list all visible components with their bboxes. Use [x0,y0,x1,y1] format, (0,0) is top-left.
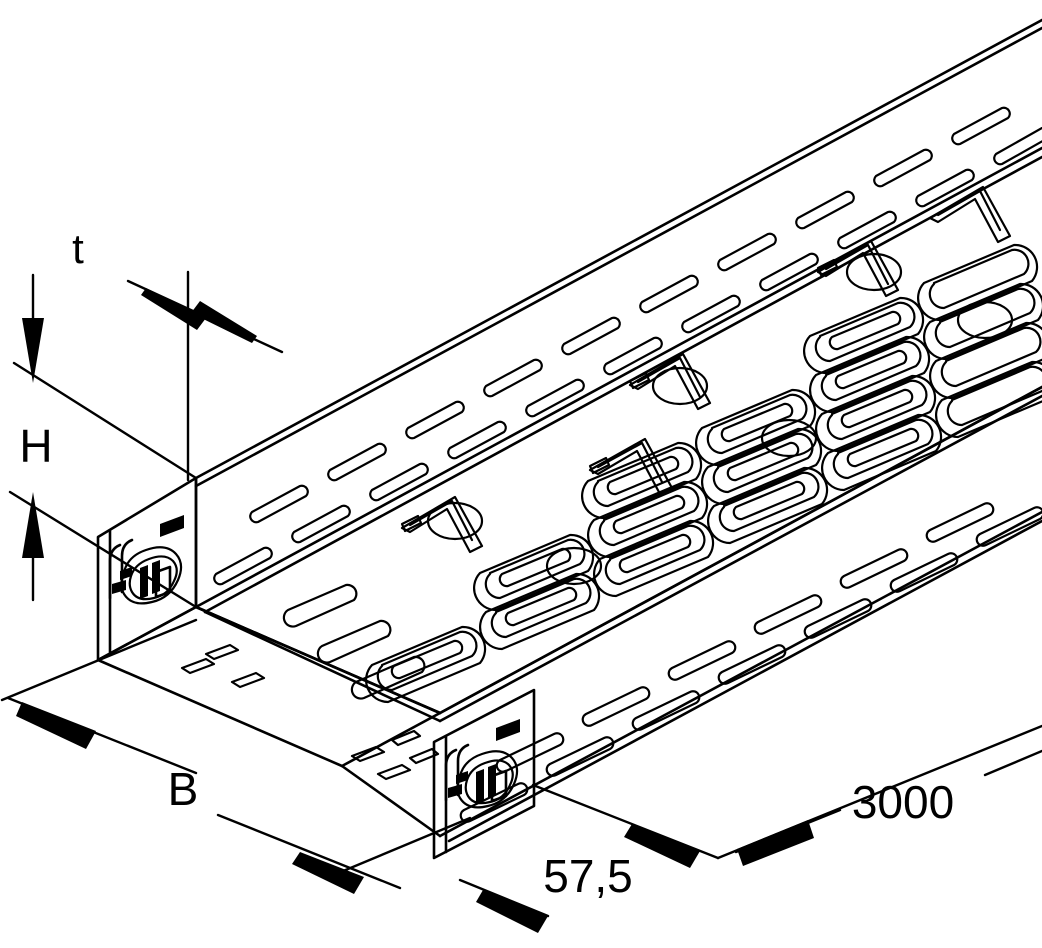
embossed-slot [365,625,487,704]
embossed-slot [809,335,931,414]
dimension-label-57-5: 57,5 [543,850,633,902]
witness-line-b-end [334,816,472,876]
arrow-3000-left [737,820,814,866]
base-round-hole [651,366,709,406]
witness-line-h-bottom [8,490,198,609]
embossed-slot [587,480,709,559]
bottom-flange-step [340,711,442,768]
arrow-575-right [624,824,700,868]
triangular-gusset [588,437,674,496]
bottom-flange-back [194,605,442,715]
dimension-lines [0,270,1042,933]
arrow-t-left [141,288,206,330]
base-round-hole [845,252,903,292]
embossed-slot [821,413,943,492]
embossed-slot [593,519,715,598]
triangular-gusset [928,185,1012,244]
embossed-slot [479,572,601,651]
embossed-slot [581,441,703,520]
triangular-gusset [816,239,900,298]
base-round-hole [760,418,818,458]
base-slot [316,619,392,664]
base-inner-edge-2 [203,610,442,723]
base-slot [282,583,358,628]
end-plate-rect-hole-right [490,769,508,803]
base-round-hole [545,546,603,586]
dimension-label-t: t [72,225,84,272]
triangular-gusset [628,352,712,411]
end-plate-rect-hole [154,565,172,599]
embossed-slot [923,282,1042,361]
dimension-label-3000: 3000 [852,776,954,828]
bottom-flange-left [96,605,198,662]
end-plate-connector [112,546,183,605]
dim-line-3000-right [983,749,1042,777]
near-wall-bottom-edge [438,510,1042,838]
arrow-t-right [191,301,257,343]
arrow-575-left [476,890,548,933]
tray-body [96,18,1042,860]
dim-line-575-lower [458,878,550,918]
dimension-label-b: B [168,763,199,815]
far-wall-top-edge-inner [194,26,1042,488]
far-wall-slots [213,106,1042,586]
base-slot [350,655,426,700]
end-plate-hatch-slot [160,515,184,537]
arrow-h-down [22,318,44,383]
embossed-slot [803,296,925,375]
embossed-slot [815,374,937,453]
near-wall-slots [459,502,1042,823]
dim-line-b-lower [216,813,402,890]
bottom-flange-slots [180,643,412,781]
arrow-b-right [292,852,364,894]
far-wall-bottom-edge [194,146,1042,609]
embossed-slot [917,243,1039,322]
dim-line-575-upper [531,783,720,860]
dimension-labels: t H B 57,5 3000 [19,225,954,902]
far-wall-top-edge [194,18,1042,480]
arrow-h-up [22,492,44,558]
dimension-label-h: H [19,420,52,472]
embossed-slot [707,466,829,545]
gusset-tab [816,258,839,277]
embossed-slot [935,360,1042,439]
far-wall-bottom-edge-inner [203,155,1042,614]
witness-line-h-top [12,361,198,480]
base-perforations [282,185,1042,704]
base-small-slots [390,729,440,765]
arrow-b-left [16,702,96,749]
end-plate-hatch-slot-right [496,719,520,741]
gusset-tab [588,456,611,475]
base-round-hole [956,300,1014,340]
near-wall-top-edge-inner [438,394,1042,723]
triangular-gusset [400,495,484,554]
gusset-tab [628,371,651,390]
right-end-plate [432,688,536,860]
gusset-tab [400,514,423,533]
near-wall-bottom-edge-inner [447,519,1042,843]
embossed-slot [929,321,1042,400]
